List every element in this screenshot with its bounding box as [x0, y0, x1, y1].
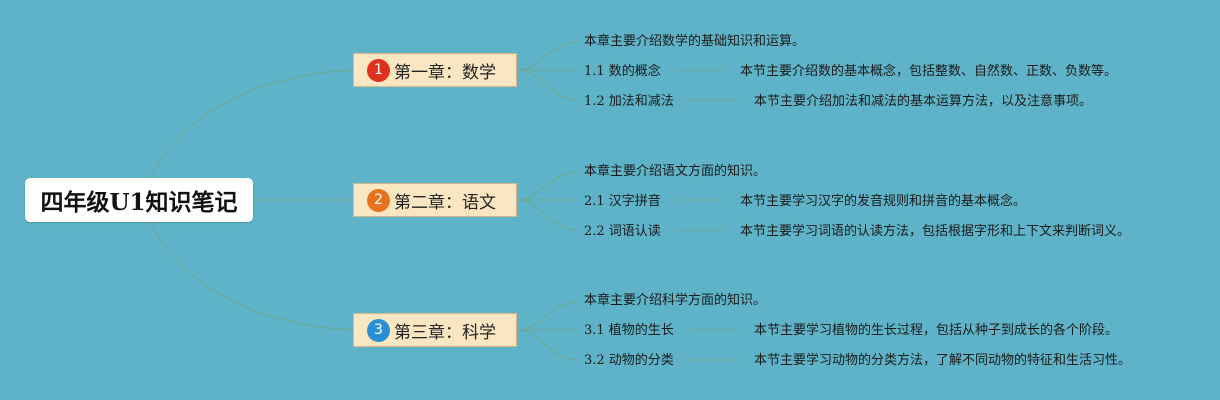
- section-title[interactable]: 2.1 汉字拼音: [584, 194, 661, 209]
- section-detail[interactable]: 本节主要学习汉字的发音规则和拼音的基本概念。: [740, 194, 1027, 209]
- chapter-to-leaf-link: [516, 41, 579, 71]
- root-to-chapter-link: [149, 221, 354, 331]
- chapter-to-leaf-link: [516, 301, 579, 331]
- chapter-number-badge: 2: [367, 188, 390, 212]
- chapter-node-math[interactable]: 1 第一章：数学: [353, 53, 517, 87]
- section-detail[interactable]: 本节主要学习植物的生长过程，包括从种子到成长的各个阶段。: [754, 323, 1119, 338]
- section-title[interactable]: 1.1 数的概念: [584, 64, 661, 79]
- chapter-label: 第二章：语文: [394, 192, 496, 213]
- chapter-label: 第三章：科学: [394, 322, 496, 343]
- section-title[interactable]: 2.2 词语认读: [584, 224, 661, 239]
- root-to-chapter-link: [149, 69, 354, 179]
- section-detail[interactable]: 本节主要学习动物的分类方法，了解不同动物的特征和生活习性。: [754, 353, 1132, 368]
- root-node[interactable]: 四年级U1知识笔记: [25, 178, 253, 222]
- chapter-to-leaf-link: [516, 199, 579, 231]
- chapter-summary[interactable]: 本章主要介绍科学方面的知识。: [584, 293, 767, 308]
- chapter-summary[interactable]: 本章主要介绍数学的基础知识和运算。: [584, 34, 806, 49]
- root-title: 四年级U1知识笔记: [40, 189, 238, 216]
- chapter-node-chinese[interactable]: 2 第二章：语文: [353, 183, 517, 217]
- section-title[interactable]: 3.2 动物的分类: [584, 353, 674, 368]
- chapter-label: 第一章：数学: [394, 62, 496, 83]
- chapter-number-badge: 1: [367, 58, 390, 82]
- chapter-to-leaf-link: [516, 329, 579, 361]
- section-title[interactable]: 1.2 加法和减法: [584, 94, 674, 109]
- chapter-to-leaf-link: [516, 69, 579, 101]
- chapter-node-science[interactable]: 3 第三章：科学: [353, 313, 517, 347]
- chapter-summary[interactable]: 本章主要介绍语文方面的知识。: [584, 164, 767, 179]
- section-detail[interactable]: 本节主要学习词语的认读方法，包括根据字形和上下文来判断词义。: [740, 224, 1131, 239]
- section-detail[interactable]: 本节主要介绍加法和减法的基本运算方法，以及注意事项。: [754, 94, 1093, 109]
- section-title[interactable]: 3.1 植物的生长: [584, 323, 674, 338]
- chapter-to-leaf-link: [516, 171, 579, 201]
- section-detail[interactable]: 本节主要介绍数的基本概念，包括整数、自然数、正数、负数等。: [740, 64, 1118, 79]
- chapter-number-badge: 3: [367, 318, 390, 342]
